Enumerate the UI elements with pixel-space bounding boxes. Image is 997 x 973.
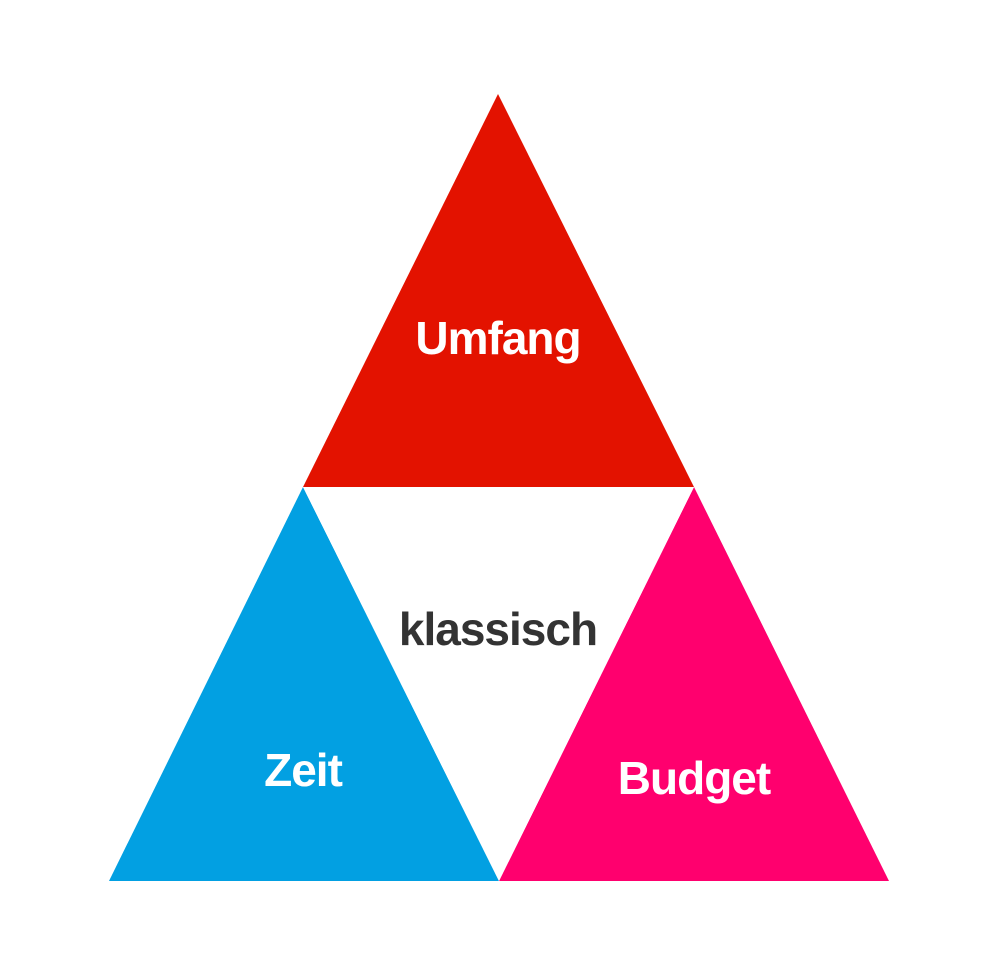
top-label: Umfang [415,312,580,364]
right-triangle [499,487,889,881]
right-label: Budget [618,752,771,804]
center-label: klassisch [399,603,597,655]
center-triangle [303,487,694,881]
top-triangle [303,94,694,487]
left-label: Zeit [264,744,342,796]
left-triangle [109,487,499,881]
